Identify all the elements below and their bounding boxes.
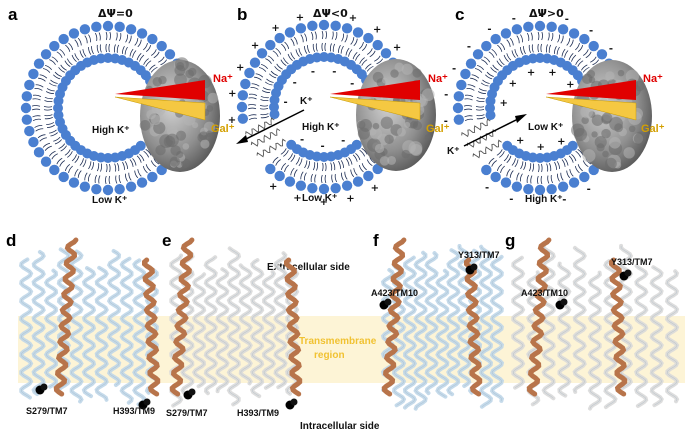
- svg-text:+: +: [251, 40, 259, 51]
- na-label-a: Na⁺: [213, 73, 233, 85]
- k-influx-arrow-c: [464, 117, 522, 146]
- potassium-channel-b: [246, 118, 286, 156]
- outside-concentration-a: Low K⁺: [92, 195, 127, 206]
- residue-label-e-1: S279/TM7: [166, 408, 208, 418]
- svg-text:+: +: [536, 142, 544, 153]
- svg-text:+: +: [228, 115, 236, 126]
- panel-letter-c: c: [455, 5, 464, 24]
- panel-a: a ΔΨ=0 Na⁺ Gal⁺ High K⁺ Low K⁺: [8, 5, 235, 206]
- svg-text:+: +: [516, 136, 524, 147]
- svg-text:-: -: [350, 79, 354, 90]
- svg-text:-: -: [341, 135, 345, 146]
- k-efflux-arrowhead-b: [236, 135, 248, 144]
- residue-label-f-1: A423/TM10: [371, 288, 418, 298]
- svg-text:+: +: [499, 98, 507, 109]
- potential-label-c: ΔΨ>0: [529, 7, 564, 20]
- svg-text:-: -: [332, 67, 336, 78]
- panel-letter-d: d: [6, 231, 16, 250]
- inside-concentration-a: High K⁺: [92, 125, 130, 136]
- svg-text:-: -: [311, 66, 315, 77]
- svg-text:-: -: [538, 10, 542, 21]
- na-label-c: Na⁺: [643, 73, 663, 85]
- svg-text:-: -: [444, 116, 448, 127]
- svg-text:-: -: [589, 26, 593, 37]
- outside-concentration-b: Low K⁺: [302, 193, 337, 204]
- svg-text:-: -: [467, 41, 471, 52]
- svg-text:-: -: [509, 194, 513, 205]
- svg-text:+: +: [349, 13, 357, 24]
- inside-concentration-c: Low K⁺: [528, 122, 563, 133]
- svg-text:+: +: [346, 194, 354, 205]
- potassium-channel-c: [462, 119, 502, 157]
- residue-label-f-2: Y313/TM7: [458, 250, 500, 260]
- residue-label-e-2: H393/TM9: [237, 408, 279, 418]
- svg-text:+: +: [236, 63, 244, 74]
- panel-letter-a: a: [8, 5, 18, 24]
- svg-text:+: +: [322, 9, 330, 20]
- svg-text:-: -: [320, 141, 324, 152]
- svg-text:+: +: [548, 68, 556, 79]
- panel-letter-b: b: [237, 5, 247, 24]
- svg-text:+: +: [509, 79, 517, 90]
- svg-text:+: +: [269, 181, 277, 192]
- svg-text:+: +: [293, 193, 301, 204]
- svg-text:+: +: [557, 136, 565, 147]
- svg-text:-: -: [562, 195, 566, 206]
- na-label-b: Na⁺: [428, 73, 448, 85]
- svg-text:+: +: [228, 88, 236, 99]
- svg-text:+: +: [296, 12, 304, 23]
- residue-label-g-1: A423/TM10: [521, 288, 568, 298]
- svg-text:-: -: [444, 89, 448, 100]
- transporter-protein-b: [356, 59, 436, 171]
- svg-text:-: -: [487, 24, 491, 35]
- k-label-b: K⁺: [300, 96, 313, 107]
- svg-text:-: -: [512, 13, 516, 24]
- panel-b: b ΔΨ<0 +-++-++-++-++-+-++-++-+ Na⁺ Gal⁺ …: [228, 5, 450, 208]
- svg-text:-: -: [293, 78, 297, 89]
- svg-text:+: +: [271, 23, 279, 34]
- k-influx-arrowhead-c: [515, 114, 527, 123]
- svg-text:+: +: [373, 25, 381, 36]
- svg-text:-: -: [609, 43, 613, 54]
- svg-text:-: -: [300, 135, 304, 146]
- vesicle-row: a ΔΨ=0 Na⁺ Gal⁺ High K⁺ Low K⁺ b ΔΨ<0 +-…: [8, 5, 665, 209]
- outside-concentration-c: High K⁺: [525, 194, 563, 205]
- residue-label-d-1: S279/TM7: [26, 406, 68, 416]
- svg-text:-: -: [587, 184, 591, 195]
- residue-label-g-2: Y313/TM7: [611, 257, 653, 267]
- gal-label-c: Gal⁺: [641, 123, 665, 135]
- panel-letter-e: e: [162, 231, 171, 250]
- svg-text:+: +: [566, 80, 574, 91]
- transmembrane-label-line2: region: [314, 350, 345, 361]
- panel-letter-g: g: [505, 231, 515, 250]
- inside-concentration-b: High K⁺: [302, 122, 340, 133]
- svg-text:-: -: [283, 97, 287, 108]
- svg-text:-: -: [565, 14, 569, 25]
- residue-label-d-2: H393/TM9: [113, 406, 155, 416]
- svg-text:-: -: [452, 64, 456, 75]
- transporter-protein-c: [571, 60, 652, 172]
- k-label-c: K⁺: [447, 146, 460, 157]
- structure-row: d e f g Extracellular side Transmembrane…: [6, 231, 685, 432]
- svg-text:+: +: [393, 42, 401, 53]
- intracellular-side-label: Intracellular side: [300, 421, 380, 432]
- svg-text:-: -: [485, 182, 489, 193]
- svg-text:+: +: [371, 183, 379, 194]
- potential-label-a: ΔΨ=0: [98, 7, 133, 20]
- transmembrane-label-line1: Transmembrane: [299, 336, 377, 347]
- transporter-protein-a: [140, 57, 220, 172]
- panel-letter-f: f: [373, 231, 379, 250]
- panel-c: c ΔΨ>0 -+--+--+--+--+-+--+--+- Na⁺ Gal⁺ …: [444, 5, 665, 209]
- svg-text:+: +: [527, 67, 535, 78]
